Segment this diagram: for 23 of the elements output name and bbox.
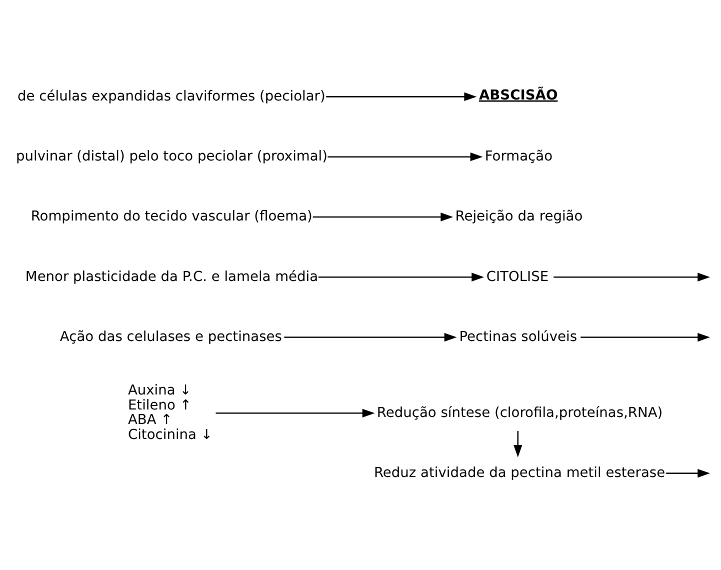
node-text: Formação bbox=[484, 148, 553, 164]
arrow bbox=[328, 152, 483, 162]
node-text: Rompimento do tecido vascular (floema) bbox=[30, 208, 312, 225]
node-text: Redução síntese (clorofila,proteínas,RNA) bbox=[376, 404, 663, 421]
node-text: Ação das celulases e pectinases bbox=[60, 328, 282, 345]
arrow bbox=[514, 431, 522, 458]
node-text: ABSCISÃO bbox=[478, 87, 558, 104]
node-text: Menor plasticidade da P.C. e lamela média bbox=[25, 268, 318, 285]
node-text: Auxina ↓ Etileno ↑ ABA ↑ Citocinina ↓ bbox=[128, 382, 212, 443]
arrow bbox=[312, 212, 454, 222]
arrow bbox=[216, 408, 375, 418]
node-text: Rejeição da região bbox=[455, 208, 583, 225]
arrow bbox=[318, 272, 484, 282]
arrow bbox=[580, 332, 710, 342]
arrow bbox=[666, 468, 710, 478]
node-text: pulvinar (distal) pelo toco peciolar (proximal) bbox=[16, 148, 328, 164]
node-text: de células expandidas claviformes (peciolar) bbox=[18, 88, 326, 104]
node-text: Pectinas solúveis bbox=[459, 328, 578, 345]
node-text: CITOLISE bbox=[486, 268, 549, 285]
arrow bbox=[326, 92, 477, 102]
arrow bbox=[284, 332, 457, 342]
node-text: Reduz atividade da pectina metil esterase bbox=[374, 464, 666, 481]
arrow bbox=[554, 272, 710, 282]
